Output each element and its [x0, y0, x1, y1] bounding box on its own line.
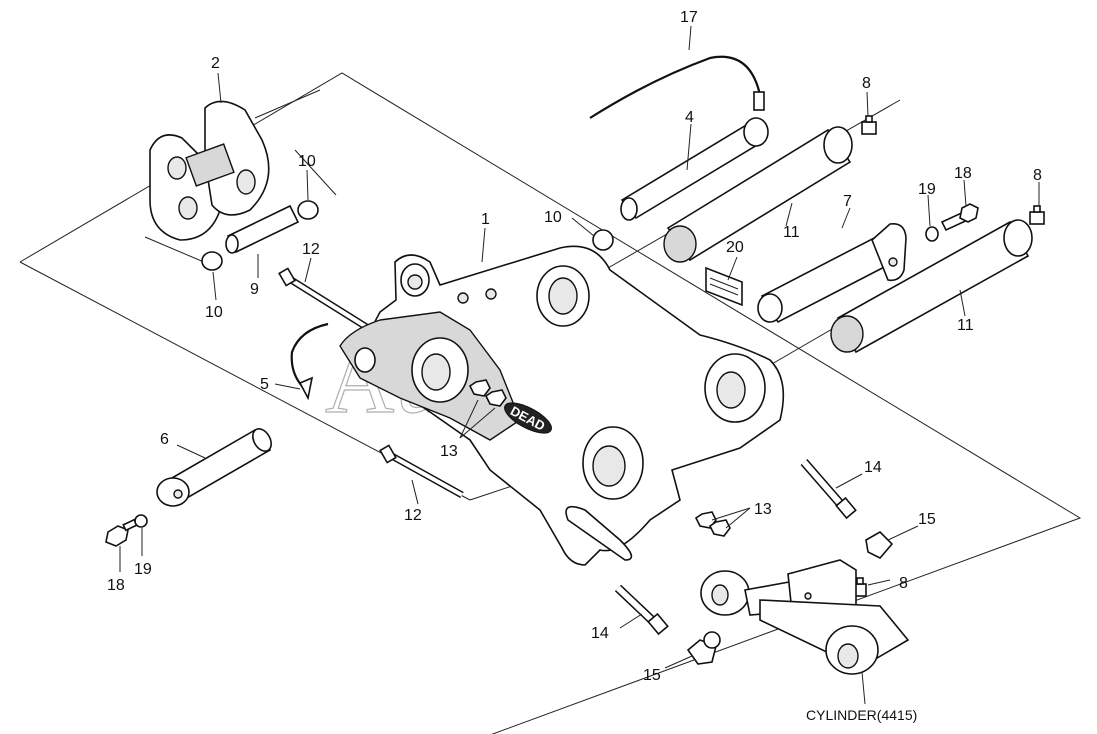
callout-11-a: 11 — [783, 224, 800, 241]
callout-10-c: 10 — [205, 304, 223, 321]
callout-12-b: 12 — [404, 507, 422, 524]
callout-2: 2 — [211, 55, 220, 72]
part-4-pin — [620, 117, 769, 221]
part-19-washer-upper — [925, 226, 939, 242]
part-9-pin — [225, 204, 300, 254]
part-10-ring-upper — [297, 200, 319, 220]
callout-15-b: 15 — [643, 667, 661, 684]
callout-6: 6 — [160, 431, 169, 448]
callout-8-c: 8 — [899, 575, 908, 592]
part-12-bolt-upper — [278, 267, 370, 331]
part-20-label-plate — [705, 266, 743, 307]
callout-19-a: 19 — [918, 181, 936, 198]
callout-19-b: 19 — [134, 561, 152, 578]
leader-lines — [119, 25, 1040, 705]
part-17-cable — [589, 55, 765, 119]
callout-17: 17 — [680, 9, 698, 26]
callout-14-b: 14 — [591, 625, 609, 642]
part-15-elbow-upper — [865, 531, 894, 559]
part-5-clip — [290, 322, 329, 401]
callout-18-b: 18 — [107, 577, 125, 594]
callout-20: 20 — [726, 239, 744, 256]
callout-11-b: 11 — [957, 317, 974, 334]
callout-8-b: 8 — [1033, 167, 1042, 184]
callout-9: 9 — [250, 281, 259, 298]
part-10-ring-mid — [592, 229, 614, 251]
callout-18-a: 18 — [954, 165, 972, 182]
part-10-ring-lower — [201, 251, 223, 271]
callout-8-a: 8 — [862, 75, 871, 92]
callout-15-a: 15 — [918, 511, 936, 528]
callout-13-a: 13 — [440, 443, 458, 460]
part-8-fitting-c — [853, 577, 867, 597]
callout-10-a: 10 — [298, 153, 316, 170]
part-14-hose-lower — [614, 584, 669, 636]
part-18-bolt-upper — [940, 203, 979, 232]
part-11-cylinder-lower — [830, 219, 1033, 354]
part-13-nuts-lower — [694, 511, 731, 537]
callout-14-a: 14 — [864, 459, 882, 476]
hydraulic-cylinder-assembly — [700, 559, 910, 675]
part-12-bolt-lower — [379, 444, 464, 499]
part-13-nuts-upper — [468, 379, 507, 407]
callout-10-b: 10 — [544, 209, 562, 226]
part-15-elbow-lower — [686, 631, 721, 665]
callout-13-b: 13 — [754, 501, 772, 518]
callout-4: 4 — [685, 109, 694, 126]
part-7-pin-flange — [757, 222, 907, 324]
part-2-bracket — [149, 100, 270, 241]
part-11-cylinder-upper — [663, 126, 853, 263]
callout-labels: 2 17 4 8 1 10 10 10 11 11 19 18 8 7 20 1… — [107, 9, 1042, 723]
part-8-fitting-b — [1029, 205, 1045, 225]
part-19-washer-lower — [134, 514, 148, 528]
callout-12-a: 12 — [302, 241, 320, 258]
cylinder-caption: CYLINDER(4415) — [806, 707, 917, 723]
callout-1: 1 — [481, 211, 490, 228]
part-18-bolt-lower — [105, 518, 138, 547]
part-1-main-body: DEAD — [339, 245, 785, 566]
callout-7: 7 — [843, 193, 852, 210]
part-14-hose-upper — [800, 459, 857, 520]
callout-5: 5 — [260, 376, 269, 393]
part-6-pin — [156, 428, 272, 507]
part-8-fitting-a — [861, 115, 877, 135]
